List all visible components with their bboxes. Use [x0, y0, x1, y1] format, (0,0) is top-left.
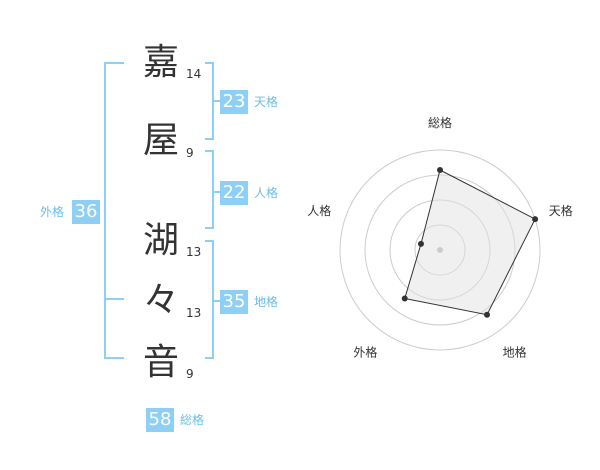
stroke-count-2: 9 — [186, 146, 194, 160]
gaikaku-label: 外格 — [40, 205, 65, 219]
gaikaku-bracket-bottom — [104, 357, 124, 359]
chikaku-bracket-stub — [212, 300, 220, 302]
soukaku-value-badge: 58 — [146, 408, 174, 432]
jinkaku-value-badge: 22 — [220, 181, 248, 205]
name-char-1: 嘉 — [142, 42, 179, 83]
radar-axis-label-3: 地格 — [503, 345, 527, 360]
gaikaku-value-badge: 36 — [72, 200, 100, 224]
stroke-count-5: 9 — [186, 367, 194, 381]
jinkaku-bracket-bottom — [205, 227, 214, 229]
radar-ring — [339, 149, 541, 351]
radar-point-4 — [401, 295, 408, 302]
chikaku-label: 地格 — [254, 295, 279, 309]
tenkaku-bracket-bottom — [205, 138, 214, 140]
name-char-5: 音 — [142, 342, 179, 383]
tenkaku-label: 天格 — [254, 95, 279, 109]
jinkaku-bracket-vertical — [212, 150, 214, 229]
radar-polygon — [404, 169, 536, 316]
name-char-3: 湖 — [142, 220, 179, 261]
gaikaku-bracket-top — [104, 62, 124, 64]
radar-axis-label-5: 人格 — [307, 203, 331, 218]
radar-axis-label-4: 外格 — [353, 345, 377, 360]
chikaku-bracket-top — [205, 240, 214, 242]
stroke-count-1: 14 — [186, 67, 202, 81]
chikaku-bracket-bottom — [205, 357, 214, 359]
tenkaku-bracket-stub — [212, 100, 220, 102]
radar-point-2 — [532, 216, 539, 223]
radar-center-dot — [437, 247, 443, 253]
gaikaku-bracket-vertical — [104, 62, 106, 359]
radar-point-1 — [437, 167, 443, 173]
name-char-4: 々 — [142, 280, 179, 321]
tenkaku-bracket-top — [205, 62, 214, 64]
stroke-count-4: 13 — [186, 306, 202, 320]
chikaku-value-badge: 35 — [220, 290, 248, 314]
radar-point-3 — [484, 311, 491, 318]
stroke-count-3: 13 — [186, 245, 202, 259]
chikaku-bracket-vertical — [212, 240, 214, 359]
jinkaku-bracket-stub — [212, 191, 220, 193]
gaikaku-bracket-mid — [104, 298, 124, 300]
name-char-2: 屋 — [142, 120, 179, 161]
tenkaku-value-badge: 23 — [220, 90, 248, 114]
radar-axis-label-1: 総格 — [428, 115, 452, 130]
jinkaku-label: 人格 — [254, 186, 279, 200]
radar-axis-label-2: 天格 — [549, 203, 573, 218]
radar-point-5 — [417, 240, 424, 247]
soukaku-label: 総格 — [180, 413, 205, 427]
jinkaku-bracket-top — [205, 150, 214, 152]
